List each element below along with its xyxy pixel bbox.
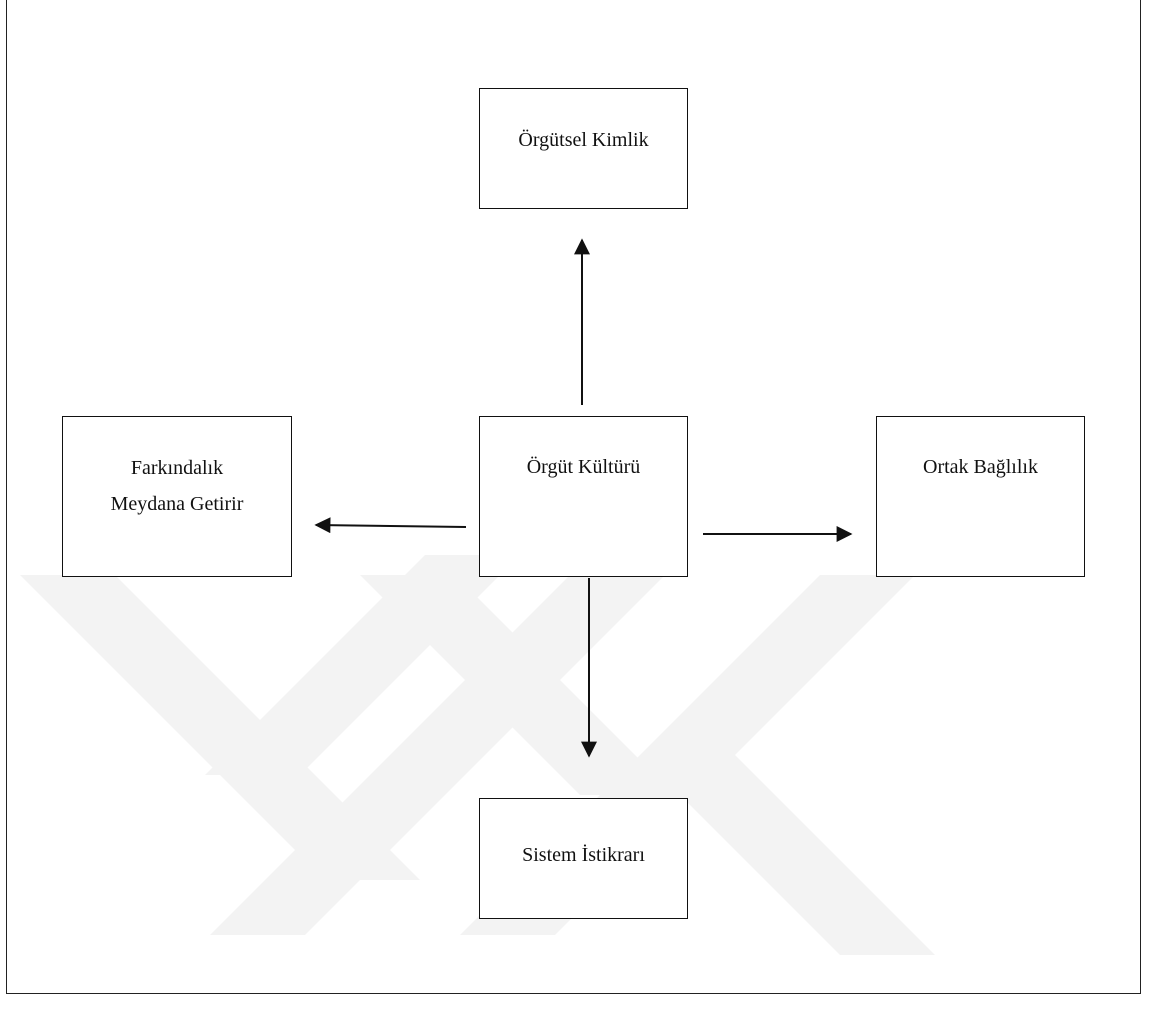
- node-label: Örgütsel Kimlik: [518, 129, 649, 151]
- watermark-stroke: [640, 755, 935, 955]
- node-sistem-istikrari: Sistem İstikrarı: [479, 798, 688, 919]
- node-orgutsel-kimlik: Örgütsel Kimlik: [479, 88, 688, 209]
- node-label-line2: Meydana Getirir: [110, 493, 244, 515]
- node-label-line1: Farkındalık: [130, 457, 224, 479]
- node-orgut-kulturu: Örgüt Kültürü: [479, 416, 688, 577]
- watermark-stroke: [20, 575, 420, 880]
- node-farkindalik: Farkındalık Meydana Getirir: [62, 416, 292, 577]
- node-label: Sistem İstikrarı: [522, 844, 645, 866]
- node-label: Ortak Bağlılık: [923, 456, 1038, 478]
- node-ortak-baglilik: Ortak Bağlılık: [876, 416, 1085, 577]
- node-label: Örgüt Kültürü: [526, 456, 641, 478]
- watermark-stroke: [210, 575, 665, 935]
